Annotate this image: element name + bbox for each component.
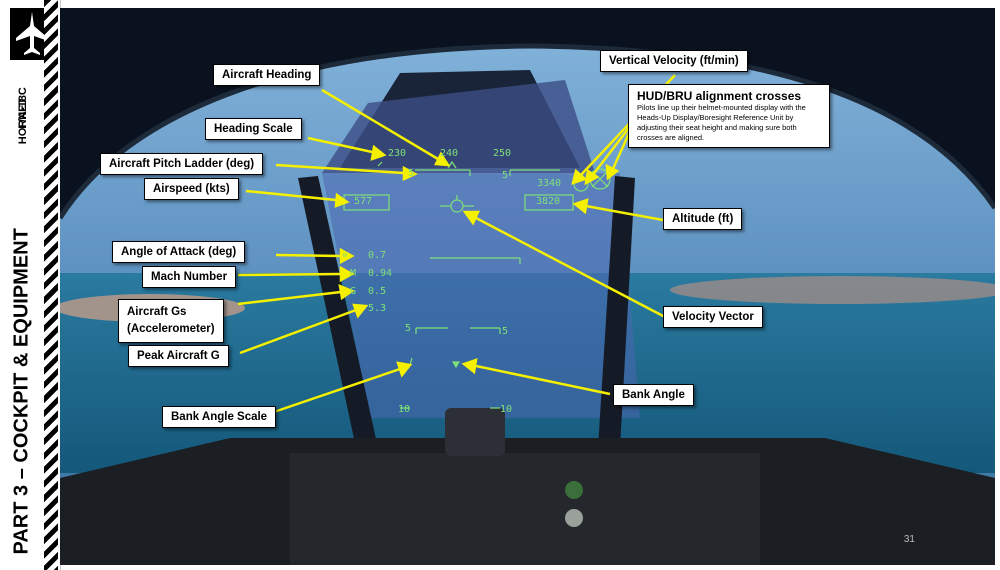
hud-peak-g: 5.3 xyxy=(368,303,387,314)
hud-combiner-top xyxy=(322,80,595,173)
label-peak-g: Peak Aircraft G xyxy=(128,345,229,367)
hud-ladder-low-left: 5 xyxy=(405,323,412,334)
hud-post-left xyxy=(298,176,378,448)
label-aircraft-gs: Aircraft Gs (Accelerometer) xyxy=(118,299,224,343)
label-aircraft-gs-line1: Aircraft Gs xyxy=(127,306,187,318)
hud-glass xyxy=(322,173,640,418)
part-title-text: PART 3 – COCKPIT & EQUIPMENT xyxy=(10,228,33,555)
label-bank-angle: Bank Angle xyxy=(613,384,694,406)
label-airspeed: Airspeed (kts) xyxy=(144,178,239,200)
hud-mach-symbol: M xyxy=(350,268,357,279)
hud-post-right xyxy=(598,176,635,448)
indicator-light-2 xyxy=(565,509,583,527)
hud-altitude: 3820 xyxy=(536,196,561,207)
aircraft-brand: F/A-18C HORNET xyxy=(6,78,40,148)
brand-line-2: HORNET xyxy=(17,97,29,145)
hud-airspeed: 577 xyxy=(354,196,373,207)
sidebar: F/A-18C HORNET PART 3 – COCKPIT & EQUIPM… xyxy=(0,0,61,570)
hud-pitch-right: 5 xyxy=(502,170,509,181)
label-heading-scale: Heading Scale xyxy=(205,118,302,140)
hud-heading-230: 230 xyxy=(388,148,407,159)
hud-bank-right: 10 xyxy=(500,404,513,415)
island-right xyxy=(670,276,995,304)
label-bru-title: HUD/BRU alignment crosses xyxy=(637,89,802,103)
part-title: PART 3 – COCKPIT & EQUIPMENT xyxy=(0,228,44,555)
page-number: 31 xyxy=(903,534,915,545)
hud-vertical-velocity: 3340 xyxy=(537,178,562,189)
label-altitude: Altitude (ft) xyxy=(663,208,743,230)
hud-aoa: 0.7 xyxy=(368,250,387,261)
label-velocity-vector: Velocity Vector xyxy=(663,306,763,328)
hud-g: 0.5 xyxy=(368,286,387,297)
hud-symbology xyxy=(343,160,611,409)
cockpit-scene: 230 240 250 5 5 3340 577 3820 ∝ 0.7 M 0.… xyxy=(60,8,995,565)
label-aircraft-heading: Aircraft Heading xyxy=(213,64,321,86)
label-mach-number: Mach Number xyxy=(142,266,237,288)
canopy-frame xyxy=(60,8,995,218)
hazard-stripe xyxy=(44,0,58,570)
hud-control-knob xyxy=(445,408,505,456)
aoa-symbol: ∝ xyxy=(342,250,349,261)
indicator-light xyxy=(565,481,583,499)
label-bank-angle-scale: Bank Angle Scale xyxy=(162,406,277,428)
label-pitch-ladder: Aircraft Pitch Ladder (deg) xyxy=(100,153,264,175)
label-aircraft-gs-line2: (Accelerometer) xyxy=(127,323,215,335)
hud-mach: 0.94 xyxy=(368,268,393,279)
label-bru-desc: Pilots line up their helmet-mounted disp… xyxy=(637,103,806,142)
hud-ladder-low-right: 5 xyxy=(502,326,509,337)
hud-pitch-left: 5 xyxy=(408,168,415,179)
hud-heading-240: 240 xyxy=(440,148,459,159)
callout-hud-bru: HUD/BRU alignment crosses Pilots line up… xyxy=(628,84,830,148)
hud-heading-250: 250 xyxy=(493,148,512,159)
hud-bank-left: 10 xyxy=(398,404,411,415)
label-vertical-velocity: Vertical Velocity (ft/min) xyxy=(600,50,748,72)
label-aoa: Angle of Attack (deg) xyxy=(112,241,246,263)
center-console xyxy=(290,453,760,565)
hud-g-symbol: G xyxy=(350,286,357,297)
